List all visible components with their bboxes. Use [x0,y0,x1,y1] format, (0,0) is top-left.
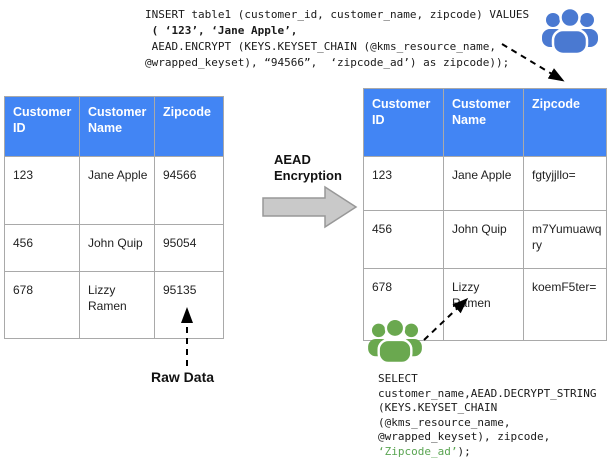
cell-customer-name: Jane Apple [443,156,524,211]
raw-data-arrow [181,307,193,366]
select-sql-line: customer_name,AEAD.DECRYPT_STRING [378,386,597,400]
cell-customer-id: 123 [363,156,444,211]
select-sql-code: SELECT customer_name,AEAD.DECRYPT_STRING… [378,372,597,459]
aead-encryption-label: AEAD Encryption [274,152,342,183]
table-row: 123 Jane Apple fgtyjjllo= [363,156,607,211]
cell-customer-id: 123 [4,156,80,225]
cell-customer-name: John Quip [443,210,524,269]
column-header: Customer ID [363,88,444,157]
table-row: 456 John Quip m7Yumuawqry [363,210,607,269]
table-row: 123 Jane Apple 94566 [4,156,224,225]
raw-data-label: Raw Data [151,369,215,385]
cell-customer-name: Lizzy Ramen [79,271,155,339]
cell-customer-name: John Quip [79,224,155,272]
select-sql-line: ‘Zipcode_ad’); [378,445,597,460]
cell-zipcode: 95054 [154,224,224,272]
cell-zipcode: 95135 [154,271,224,339]
insert-sql-line: AEAD.ENCRYPT (KEYS.KEYSET_CHAIN (@kms_re… [145,40,496,53]
dashed-arrow-select-to-encrypted-table [423,297,469,341]
users-group-icon-blue [542,6,598,54]
users-group-glyph [368,317,422,363]
cell-zipcode: 94566 [154,156,224,225]
cell-customer-id: 456 [363,210,444,269]
table-row: 678 Lizzy Ramen 95135 [4,271,224,339]
cell-customer-id: 456 [4,224,80,272]
table-header-row: Customer ID Customer Name Zipcode [4,96,224,157]
select-sql-line: (@kms_resource_name, [378,415,511,429]
insert-sql-line: INSERT table1 (customer_id, customer_nam… [145,8,530,21]
cell-encrypted-zipcode: koemF5ter= [523,268,607,341]
select-sql-line: @wrapped_keyset), zipcode, [378,430,551,443]
column-header: Zipcode [523,88,607,157]
cell-encrypted-zipcode: m7Yumuawqry [523,210,607,269]
insert-sql-code: INSERT table1 (customer_id, customer_nam… [145,7,529,71]
cell-customer-id: 678 [4,271,80,339]
column-header: Customer Name [443,88,524,157]
raw-data-table: Customer ID Customer Name Zipcode 123 Ja… [4,96,224,339]
table-header-row: Customer ID Customer Name Zipcode [363,88,607,157]
column-header: Zipcode [154,96,224,157]
zipcode-ad-literal: ‘Zipcode_ad’ [378,444,458,458]
insert-sql-line: ( ‘123’, ‘Jane Apple’, [145,24,298,37]
select-sql-line-end: ); [457,444,471,458]
insert-sql-line: @wrapped_keyset), “94566”, ‘zipcode_ad’)… [145,56,510,69]
select-sql-line: SELECT [378,372,418,385]
encryption-block-arrow [262,185,358,229]
block-arrow-shape [262,185,358,229]
cell-customer-name: Jane Apple [79,156,155,225]
table-row: 456 John Quip 95054 [4,224,224,272]
users-group-glyph [542,6,598,54]
users-group-icon-green [368,317,422,363]
dashed-arrow-insert-to-encrypted-table [501,43,565,82]
cell-encrypted-zipcode: fgtyjjllo= [523,156,607,211]
column-header: Customer Name [79,96,155,157]
encrypted-data-table: Customer ID Customer Name Zipcode 123 Ja… [363,88,607,341]
select-sql-line: (KEYS.KEYSET_CHAIN [378,401,498,414]
column-header: Customer ID [4,96,80,157]
